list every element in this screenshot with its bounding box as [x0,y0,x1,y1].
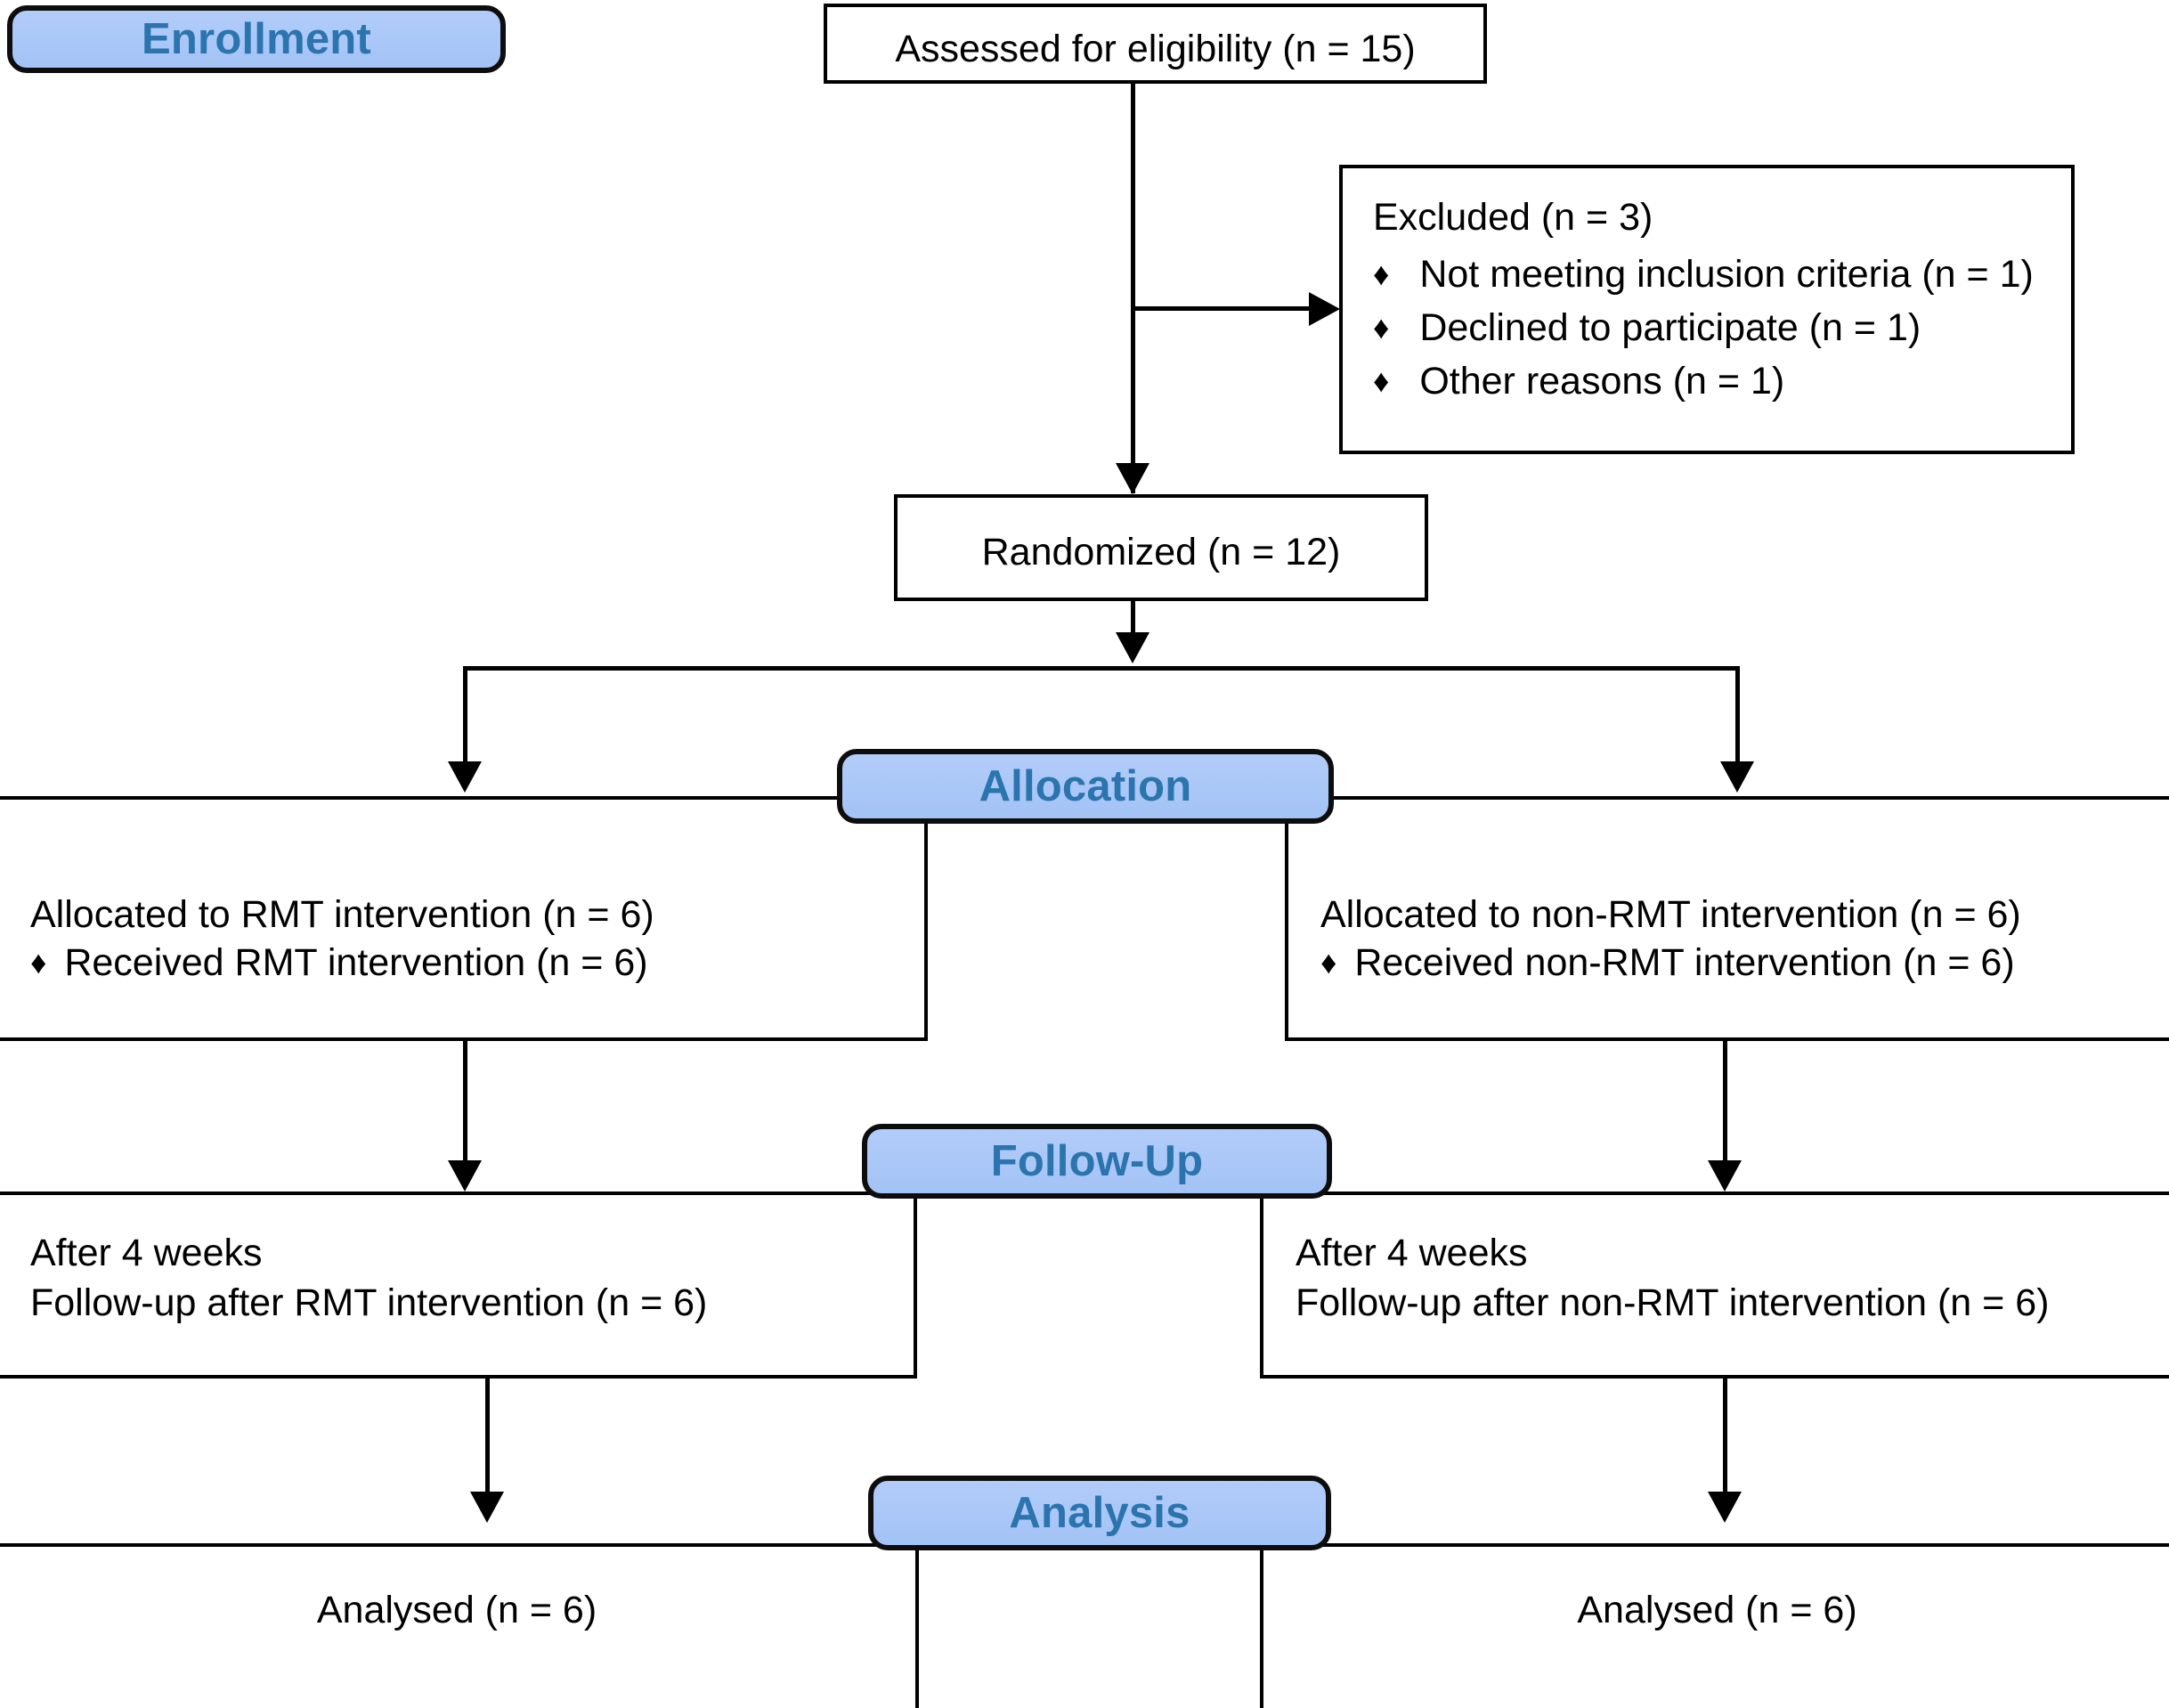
node-excluded-reason-0: ♦ Not meeting inclusion criteria (n = 1) [1373,250,2034,300]
stage-badge-followup: Follow-Up [862,1124,1332,1199]
diamond-bullet-icon: ♦ [1373,256,1390,292]
node-followup-left-line1: After 4 weeks [30,1232,263,1274]
node-allocated-right-line2-label: Received non-RMT intervention (n = 6) [1354,941,2015,984]
node-excluded-heading: Excluded (n = 3) [1373,196,1653,239]
node-excluded-reason-1: ♦ Declined to participate (n = 1) [1373,304,1921,354]
node-followup-right-line2: Follow-up after non-RMT intervention (n … [1296,1281,2050,1324]
arrowhead-followup-right [1708,1160,1742,1192]
diamond-bullet-icon: ♦ [1373,309,1390,346]
node-excluded-reason-0-label: Not meeting inclusion criteria (n = 1) [1419,253,2034,296]
connector-randomized-stem [1131,601,1135,635]
connector-assessed-to-excluded [1133,306,1330,311]
node-excluded-reason-2: ♦ Other reasons (n = 1) [1373,357,1784,407]
node-allocated-left-line1: Allocated to RMT intervention (n = 6) [30,893,654,936]
node-excluded: Excluded (n = 3) ♦ Not meeting inclusion… [1339,165,2075,454]
arrowhead-analysis-left [470,1492,504,1523]
node-followup-right: After 4 weeks Follow-up after non-RMT in… [1260,1192,2169,1379]
diamond-bullet-icon: ♦ [1373,362,1390,399]
stage-label-followup: Follow-Up [990,1137,1204,1185]
node-analysed-right-label: Analysed (n = 6) [1577,1589,1857,1631]
node-allocated-right-line1: Allocated to non-RMT intervention (n = 6… [1320,893,2021,936]
node-assessed-for-eligibility: Assessed for eligibility (n = 15) [824,4,1487,84]
node-assessed-label: Assessed for eligibility (n = 15) [895,28,1416,70]
stage-badge-enrollment: Enrollment [7,5,506,73]
node-analysed-left-label: Analysed (n = 6) [316,1589,597,1631]
stage-badge-analysis: Analysis [868,1476,1331,1550]
connector-followup-to-analysis-left [485,1379,490,1494]
arrowhead-allocation-left [448,761,482,793]
node-analysed-right: Analysed (n = 6) [1260,1543,2169,1708]
connector-allocation-split-bar [463,666,1740,671]
node-excluded-reason-1-label: Declined to participate (n = 1) [1419,306,1921,349]
node-randomized: Randomized (n = 12) [894,494,1428,601]
node-followup-right-line1: After 4 weeks [1296,1232,1528,1274]
node-followup-left: After 4 weeks Follow-up after RMT interv… [0,1192,917,1379]
arrowhead-analysis-right [1708,1492,1742,1523]
connector-split-to-allocation-right [1735,666,1740,764]
connector-allocation-to-followup-right [1723,1039,1727,1164]
node-followup-left-line2: Follow-up after RMT intervention (n = 6) [30,1281,708,1324]
arrowhead-assessed-to-excluded [1309,292,1340,326]
arrowhead-assessed-to-randomized [1116,463,1149,494]
connector-followup-to-analysis-right [1723,1379,1727,1494]
node-allocated-left-line2: ♦ Received RMT intervention (n = 6) [30,939,648,988]
connector-assessed-to-randomized [1131,84,1135,493]
diamond-bullet-icon: ♦ [30,944,47,980]
stage-badge-allocation: Allocation [837,749,1334,824]
node-allocated-left-line2-label: Received RMT intervention (n = 6) [64,941,648,984]
connector-split-to-allocation-left [463,666,467,764]
arrowhead-randomized-split [1116,632,1149,663]
node-analysed-left: Analysed (n = 6) [0,1543,919,1708]
arrowhead-allocation-right [1720,761,1754,793]
node-allocated-left: Allocated to RMT intervention (n = 6) ♦ … [0,796,928,1041]
diamond-bullet-icon: ♦ [1320,944,1337,980]
node-allocated-right-line2: ♦ Received non-RMT intervention (n = 6) [1320,939,2015,988]
stage-label-enrollment: Enrollment [142,15,371,63]
connector-allocation-to-followup-left [463,1039,467,1164]
node-excluded-reason-2-label: Other reasons (n = 1) [1419,360,1785,403]
stage-label-analysis: Analysis [1009,1489,1190,1537]
node-randomized-label: Randomized (n = 12) [981,531,1341,573]
node-allocated-right: Allocated to non-RMT intervention (n = 6… [1285,796,2169,1041]
stage-label-allocation: Allocation [979,762,1192,810]
arrowhead-followup-left [448,1160,482,1192]
